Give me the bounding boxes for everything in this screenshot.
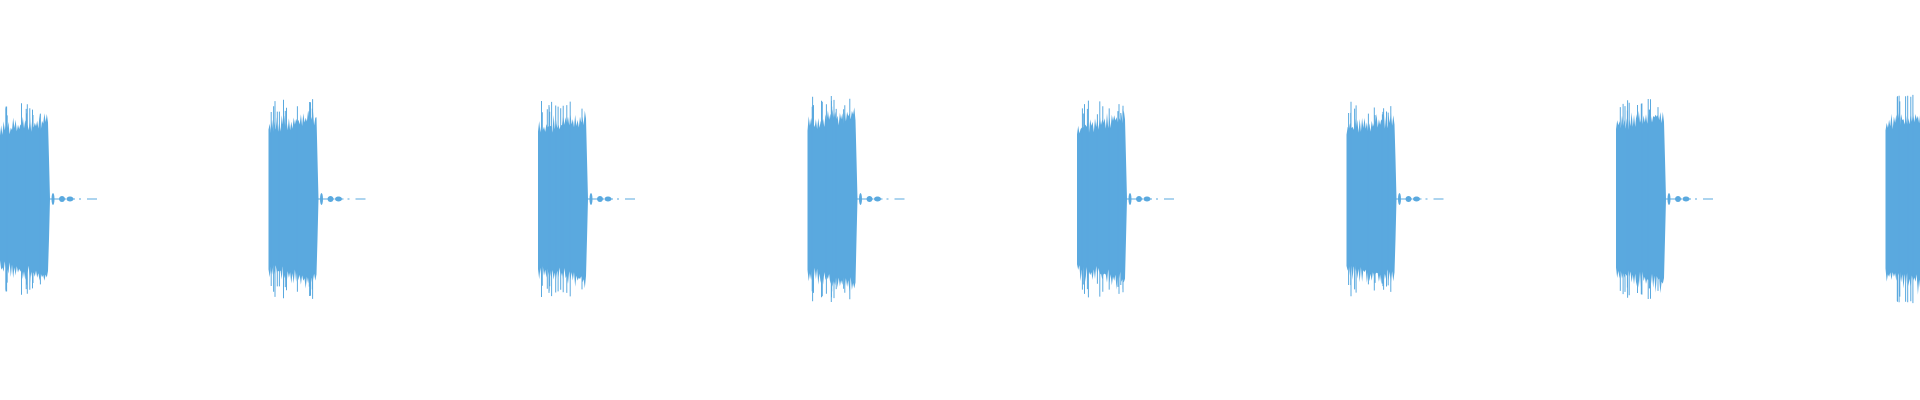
waveform-tail-blip — [1398, 193, 1401, 205]
waveform-burst — [1885, 111, 1920, 295]
waveform-tail-blip — [1675, 196, 1681, 202]
waveform-tail-blip — [589, 193, 593, 205]
waveform-burst — [1346, 110, 1397, 285]
waveform-segment — [0, 103, 98, 295]
waveform-tail-blip — [874, 196, 881, 202]
waveform-tail-blip — [51, 193, 55, 205]
waveform-segment — [268, 99, 367, 299]
waveform-tail-blip — [604, 196, 612, 202]
waveform-segment — [538, 101, 636, 297]
waveform-tail-blip — [1667, 193, 1671, 205]
waveform-tail-blip — [1128, 193, 1132, 205]
waveform-burst — [268, 109, 319, 289]
waveform-tail-blip — [859, 193, 862, 205]
waveform-burst — [1077, 110, 1127, 290]
waveform-segment — [1616, 99, 1714, 299]
waveform-tail-blip — [1136, 196, 1142, 202]
waveform-tail-blip — [1413, 196, 1420, 202]
waveform-segment — [1077, 100, 1175, 298]
waveform-segment — [1346, 101, 1445, 297]
waveform-tail-blip — [335, 196, 342, 202]
waveform-tail-blip — [327, 196, 334, 202]
waveform-tail-blip — [66, 196, 74, 202]
waveform-tail-blip — [320, 193, 323, 205]
waveform-segment — [807, 96, 906, 302]
waveform-tail-blip — [597, 196, 603, 202]
waveform-tail-blip — [59, 196, 65, 202]
waveform-burst — [0, 113, 50, 284]
waveform-tail-blip — [1682, 196, 1690, 202]
waveform-segment — [1885, 94, 1920, 304]
waveform-tail-blip — [1405, 196, 1412, 202]
waveform-tail-blip — [866, 196, 873, 202]
waveform-tail-blip — [1143, 196, 1151, 202]
